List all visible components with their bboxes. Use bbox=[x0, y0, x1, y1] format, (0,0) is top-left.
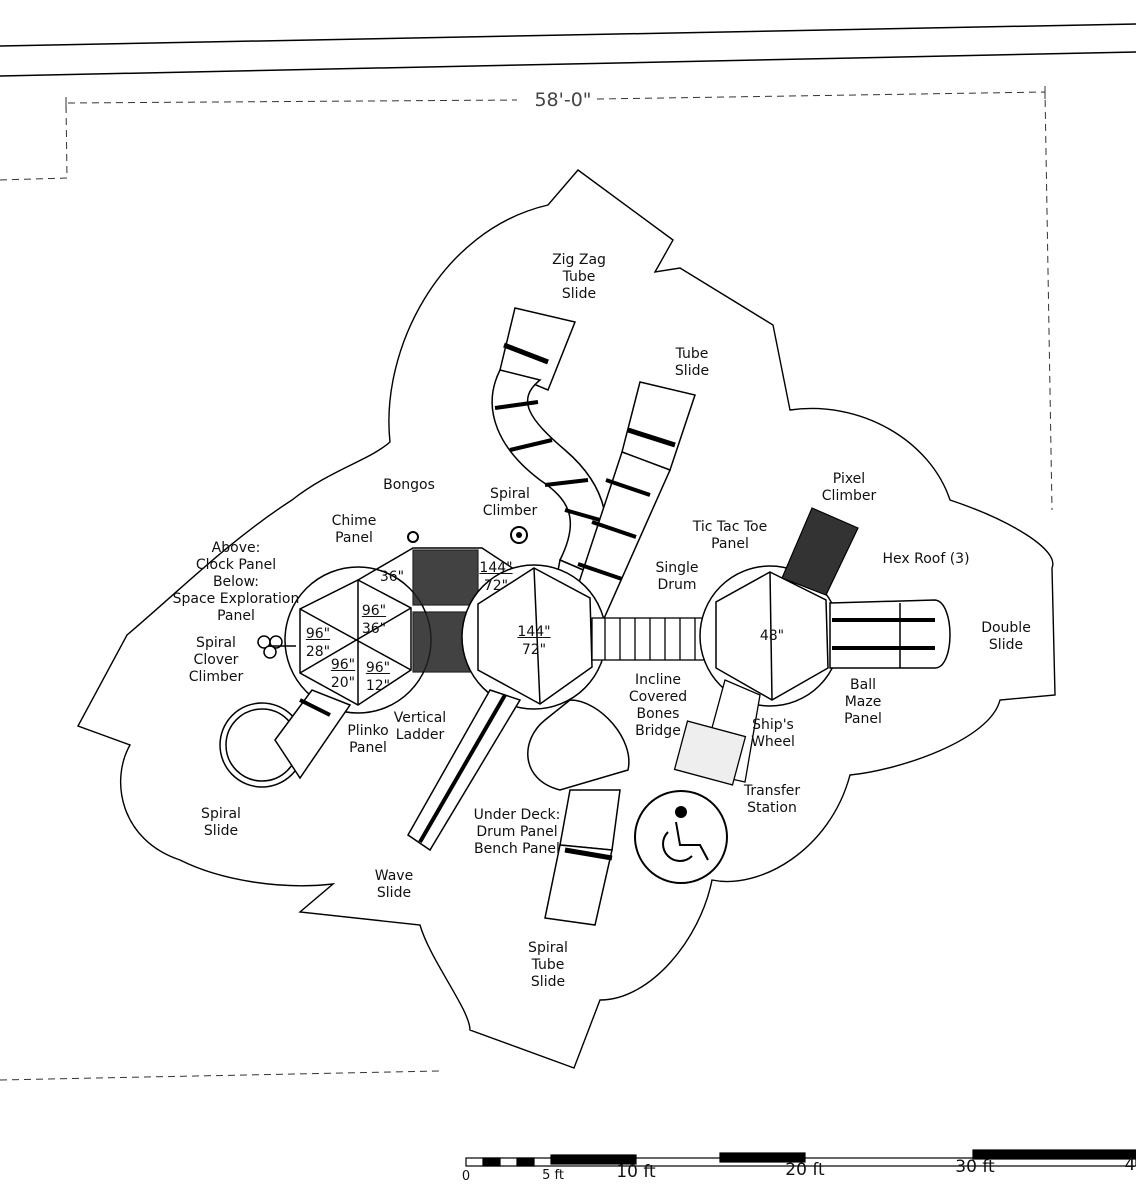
label-pixel-climber: Pixel Climber bbox=[821, 471, 877, 504]
border-line bbox=[0, 51, 1136, 77]
scale-label-5: 5 ft bbox=[542, 1168, 564, 1183]
deck-height-48: 48" bbox=[759, 628, 785, 644]
label-zig-zag-tube-slide: Zig Zag Tube Slide bbox=[552, 252, 606, 302]
deck-height-96-12-bottom: 12" bbox=[365, 678, 391, 694]
deck-height-96-28-top: 96" bbox=[305, 626, 331, 642]
spiral-slide bbox=[219, 689, 352, 788]
label-hex-roof: Hex Roof (3) bbox=[882, 551, 970, 567]
overall-dimension: 58'-0" bbox=[534, 89, 592, 111]
deck-height-144-72a-bottom: 72" bbox=[483, 578, 509, 594]
label-double-slide: Double Slide bbox=[981, 620, 1031, 653]
transfer-station bbox=[673, 679, 761, 786]
deck-height-36: 36" bbox=[379, 569, 405, 585]
deck-height-96-12-top: 96" bbox=[365, 660, 391, 676]
label-spiral-climber: Spiral Climber bbox=[482, 486, 538, 519]
deck-height-144-72b-top: 144" bbox=[517, 624, 551, 640]
label-ships-wheel: Ship's Wheel bbox=[751, 717, 795, 750]
site-boundary bbox=[0, 86, 1053, 1081]
border-line bbox=[0, 23, 1136, 47]
deck-height-96-28-bottom: 28" bbox=[305, 644, 331, 660]
scale-label-30: 30 ft bbox=[955, 1157, 995, 1177]
scale-label-10: 10 ft bbox=[616, 1162, 656, 1182]
scale-label-0: 0 bbox=[461, 1169, 471, 1184]
pixel-climber bbox=[781, 507, 859, 596]
label-tic-tac-toe-panel: Tic Tac Toe Panel bbox=[692, 519, 768, 552]
spiral-tube-slide bbox=[527, 699, 630, 926]
incline-covered-bones-bridge bbox=[591, 617, 715, 661]
deck-height-96-36-bottom: 36" bbox=[361, 621, 387, 637]
label-under-deck: Under Deck: Drum Panel Bench Panel bbox=[473, 807, 561, 857]
deck-height-96-36-top: 96" bbox=[361, 603, 387, 619]
label-vertical-ladder: Vertical Ladder bbox=[393, 710, 447, 743]
label-tube-slide: Tube Slide bbox=[674, 346, 710, 379]
label-wave-slide: Wave Slide bbox=[374, 868, 414, 901]
label-plinko-panel: Plinko Panel bbox=[347, 723, 389, 756]
right-deck bbox=[699, 565, 841, 707]
label-ball-maze-panel: Ball Maze Panel bbox=[844, 677, 882, 727]
deck-height-144-72a-top: 144" bbox=[479, 560, 513, 576]
label-chime-panel: Chime Panel bbox=[331, 513, 377, 546]
clover-climber bbox=[257, 635, 296, 659]
double-slide bbox=[829, 599, 951, 669]
deck-height-96-20-bottom: 20" bbox=[330, 675, 356, 691]
label-spiral-clover-climber: Spiral Clover Climber bbox=[188, 635, 244, 685]
label-transfer-station: Transfer Station bbox=[743, 783, 801, 816]
wave-slide bbox=[407, 689, 522, 852]
left-deck-cluster bbox=[284, 547, 521, 714]
label-spiral-tube-slide: Spiral Tube Slide bbox=[528, 940, 568, 990]
chime-icon bbox=[407, 531, 419, 543]
wheelchair-icon bbox=[634, 790, 728, 884]
label-incline-bridge: Incline Covered Bones Bridge bbox=[628, 672, 688, 739]
scale-bar bbox=[465, 1149, 1136, 1167]
deck-height-144-72b-bottom: 72" bbox=[521, 642, 547, 658]
label-clock-panel: Above: Clock Panel Below: Space Explorat… bbox=[172, 540, 300, 624]
label-spiral-slide: Spiral Slide bbox=[201, 806, 241, 839]
surfacing-outline bbox=[77, 169, 1056, 1069]
scale-label-40: 4 bbox=[1124, 1155, 1136, 1175]
deck-height-96-20-top: 96" bbox=[330, 657, 356, 673]
label-single-drum: Single Drum bbox=[655, 560, 699, 593]
scale-label-20: 20 ft bbox=[785, 1160, 825, 1180]
label-bongos: Bongos bbox=[383, 477, 435, 493]
